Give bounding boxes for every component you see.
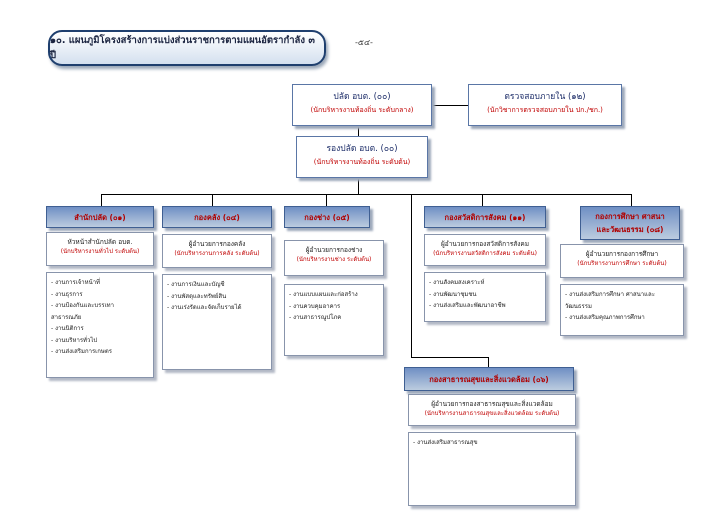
duty-item: - งานพัฒนาชุมชน — [429, 290, 477, 298]
division-header-social-welfare: กองสวัสดิการสังคม (๑๑) — [424, 206, 546, 228]
division-head-position: (นักบริหารงานสาธารณสุขและสิ่งแวดล้อม ระด… — [424, 410, 560, 417]
chief-administrator-name: ปลัด อบต. (๐๐) — [333, 92, 391, 102]
division-header-finance: กองคลัง (๐๔) — [162, 206, 272, 228]
duty-item: - งานส่งเสริมคุณภาพการศึกษา — [565, 314, 645, 321]
connector-line — [631, 194, 632, 206]
connector-line — [411, 357, 488, 358]
connector-line — [358, 178, 359, 194]
division-head-name: ผู้อำนวยการกองการศึกษา — [585, 250, 659, 258]
connector-line — [212, 194, 213, 206]
deputy-administrator-name: รองปลัด อบต. (๐๐) — [326, 144, 398, 154]
division-head-social-welfare: ผู้อำนวยการกองสวัสดิการสังคม (นักบริหารง… — [424, 234, 546, 266]
division-head-position: (นักบริหารงานสวัสดิการสังคม ระดับต้น) — [433, 250, 537, 257]
division-duties-public-works: - งานแบบแผนและก่อสร้าง - งานควบคุมอาคาร … — [284, 284, 384, 356]
duty-item: - งานแบบแผนและก่อสร้าง — [289, 291, 358, 298]
duty-item: - งานบริหารทั่วไป — [51, 336, 98, 344]
chief-administrator-box: ปลัด อบต. (๐๐) (นักบริหารงานท้องถิ่น ระด… — [292, 84, 432, 126]
division-head-education: ผู้อำนวยการกองการศึกษา (นักบริหารงานการศ… — [560, 244, 684, 278]
duty-item: - งานการเจ้าหน้าที่ — [51, 279, 101, 286]
duty-item: - งานควบคุมอาคาร — [289, 302, 341, 310]
division-header-public-works: กองช่าง (๐๕) — [284, 206, 370, 228]
duty-item: สาธารณภัย — [51, 313, 82, 321]
duty-item: วัฒนธรรม — [565, 302, 592, 310]
division-header-line: กองการศึกษา ศาสนา — [595, 212, 665, 221]
internal-audit-box: ตรวจสอบภายใน (๑๒) (นักวิชาการตรวจสอบภายใ… — [468, 84, 622, 126]
division-head-public-works: ผู้อำนวยการกองช่าง (นักบริหารงานช่าง ระด… — [284, 240, 384, 276]
duty-item: - งานป้องกันและบรรเทา — [51, 302, 114, 309]
division-head-finance: ผู้อำนวยการกองคลัง (นักบริหารงานการคลัง … — [162, 234, 272, 268]
division-head-name: ผู้อำนวยการกองสวัสดิการสังคม — [440, 240, 529, 248]
duty-item: - งานส่งเสริมและพัฒนาอาชีพ — [429, 302, 506, 309]
division-head-position: (นักบริหารงานการคลัง ระดับต้น) — [174, 250, 260, 257]
duty-item: - งานส่งเสริมการเกษตร — [51, 348, 112, 355]
connector-line — [326, 194, 327, 206]
division-head-name: ผู้อำนวยการกองคลัง — [188, 240, 246, 248]
division-duties-education: - งานส่งเสริมการศึกษา ศาสนาและ วัฒนธรรม … — [560, 284, 684, 336]
division-header-public-health: กองสาธารณสุขและสิ่งแวดล้อม (๐๖) — [404, 367, 574, 391]
deputy-administrator-box: รองปลัด อบต. (๐๐) (นักบริหารงานท้องถิ่น … — [296, 136, 428, 178]
division-duties-public-health: - งานส่งเสริมสาธารณสุข — [408, 432, 576, 506]
connector-line — [358, 126, 359, 136]
chart-title: ๑๐. แผนภูมิโครงสร้างการแบ่งส่วนราชการตาม… — [48, 30, 326, 66]
connector-line — [488, 357, 489, 367]
connector-line — [432, 105, 468, 106]
duty-item: - งานการเงินและบัญชี — [167, 281, 225, 288]
connector-line — [482, 194, 483, 206]
connector-line — [411, 194, 412, 358]
connector-line — [101, 194, 102, 206]
division-head-position: (นักบริหารงานการศึกษา ระดับต้น) — [577, 260, 667, 267]
division-head-name: ผู้อำนวยการกองช่าง — [305, 246, 363, 254]
division-header-education: กองการศึกษา ศาสนา และวัฒนธรรม (๐๘) — [580, 206, 680, 240]
internal-audit-position: (นักวิชาการตรวจสอบภายใน ปก./ชก.) — [487, 106, 603, 114]
duty-item: - งานธุรการ — [51, 290, 83, 298]
division-duties-office: - งานการเจ้าหน้าที่ - งานธุรการ - งานป้อ… — [46, 272, 154, 378]
internal-audit-name: ตรวจสอบภายใน (๑๒) — [504, 92, 586, 102]
division-head-position: (นักบริหารงานช่าง ระดับต้น) — [296, 256, 372, 263]
duty-item: - งานส่งเสริมสาธารณสุข — [413, 439, 478, 446]
duty-item: - งานนิติการ — [51, 325, 84, 332]
duty-item: - งานสังคมสงเคราะห์ — [429, 279, 485, 286]
division-head-name: ผู้อำนวยการกองสาธารณสุขและสิ่งแวดล้อม — [431, 400, 553, 408]
duty-item: - งานเร่งรัดและจัดเก็บรายได้ — [167, 304, 242, 311]
division-duties-finance: - งานการเงินและบัญชี - งานพัสดุและทรัพย์… — [162, 274, 272, 370]
division-head-public-health: ผู้อำนวยการกองสาธารณสุขและสิ่งแวดล้อม (น… — [408, 394, 576, 426]
chief-administrator-position: (นักบริหารงานท้องถิ่น ระดับกลาง) — [310, 106, 414, 114]
page-number: -๕๔- — [355, 38, 373, 47]
duty-item: - งานส่งเสริมการศึกษา ศาสนาและ — [565, 291, 655, 298]
duty-item: - งานพัสดุและทรัพย์สิน — [167, 292, 227, 300]
connector-line — [101, 194, 632, 195]
division-head-office: หัวหน้าสำนักปลัด อบต. (นักบริหารงานทั่วไ… — [46, 232, 154, 266]
division-head-name: หัวหน้าสำนักปลัด อบต. — [67, 238, 133, 246]
duty-item: - งานสาธารณูปโภค — [289, 314, 342, 321]
division-header-line: และวัฒนธรรม (๐๘) — [596, 225, 664, 234]
division-head-position: (นักบริหารงานทั่วไป ระดับต้น) — [60, 248, 140, 255]
division-duties-social-welfare: - งานสังคมสงเคราะห์ - งานพัฒนาชุมชน - งา… — [424, 272, 546, 322]
division-header-office: สำนักปลัด (๐๑) — [46, 206, 154, 228]
deputy-administrator-position: (นักบริหารงานท้องถิ่น ระดับต้น) — [313, 158, 411, 166]
